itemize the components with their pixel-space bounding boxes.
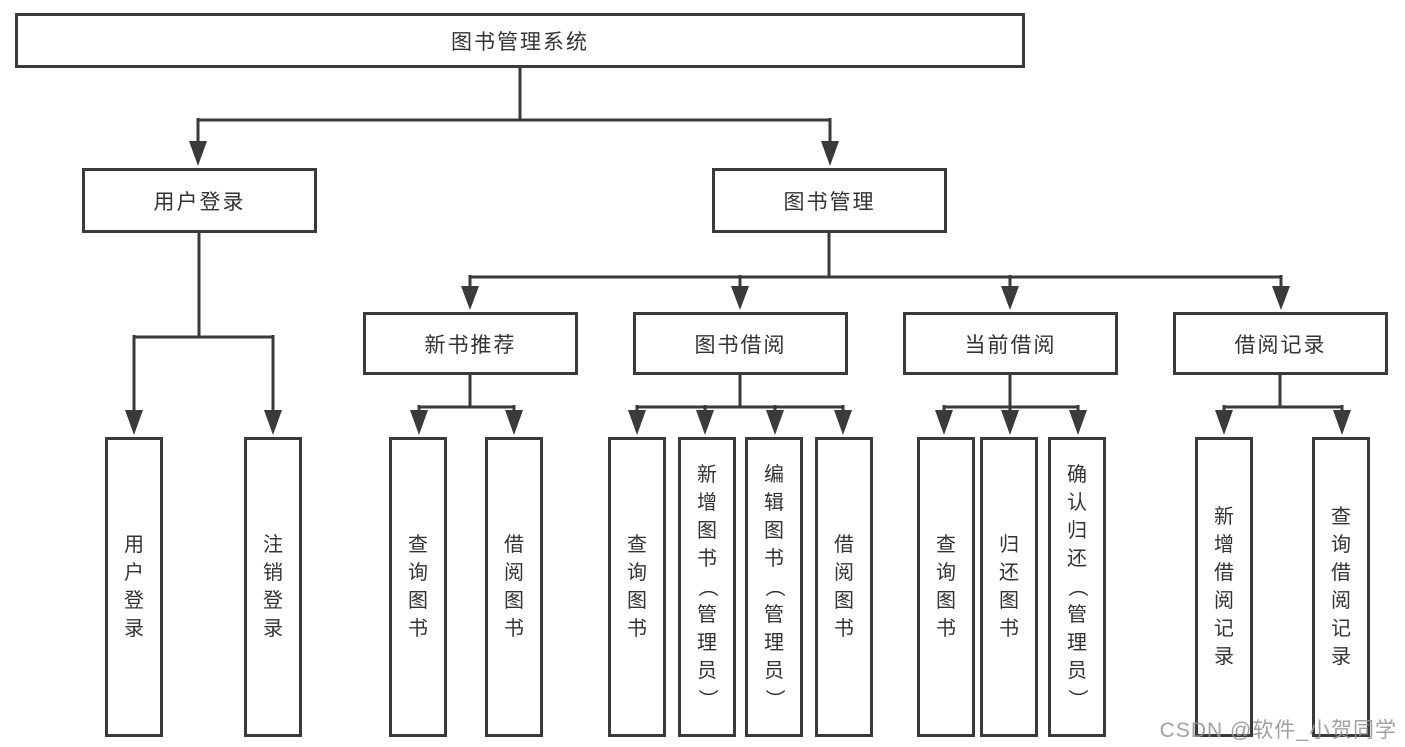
vertical-char: ） bbox=[1066, 689, 1088, 709]
vertical-char: 书 bbox=[627, 618, 647, 640]
vertical-char: 管 bbox=[1067, 604, 1087, 626]
vertical-char: 记 bbox=[1331, 618, 1351, 640]
vertical-char: 录 bbox=[263, 618, 283, 640]
node-book-management: 图书管理 bbox=[712, 168, 947, 233]
vertical-char: 编 bbox=[764, 464, 784, 486]
vertical-char: 阅 bbox=[1331, 590, 1351, 612]
vertical-char: 书 bbox=[936, 618, 956, 640]
vertical-char: 增 bbox=[697, 492, 717, 514]
leaf-return-book: 归还图书 bbox=[980, 437, 1038, 737]
vertical-char: 管 bbox=[697, 604, 717, 626]
vertical-char: 书 bbox=[999, 618, 1019, 640]
vertical-char: 销 bbox=[263, 562, 283, 584]
vertical-char: 查 bbox=[936, 534, 956, 556]
vertical-char: 认 bbox=[1067, 492, 1087, 514]
vertical-char: 书 bbox=[504, 618, 524, 640]
vertical-char: 归 bbox=[999, 534, 1019, 556]
vertical-char: 登 bbox=[124, 590, 144, 612]
vertical-char: 图 bbox=[408, 590, 428, 612]
vertical-char: 查 bbox=[408, 534, 428, 556]
csdn-watermark: CSDN @软件_小贺同学 bbox=[1159, 719, 1397, 742]
leaf-borrow-books-recommend: 借阅图书 bbox=[485, 437, 543, 737]
vertical-char: 借 bbox=[504, 534, 524, 556]
vertical-char: 录 bbox=[124, 618, 144, 640]
vertical-char: 辑 bbox=[764, 492, 784, 514]
vertical-char: 图 bbox=[999, 590, 1019, 612]
leaf-borrow-books-borrowing: 借阅图书 bbox=[815, 437, 873, 737]
vertical-char: 理 bbox=[697, 632, 717, 654]
vertical-char: 阅 bbox=[1214, 590, 1234, 612]
vertical-char: 图 bbox=[764, 520, 784, 542]
vertical-char: 户 bbox=[124, 562, 144, 584]
leaf-add-book-admin: 新增图书 （ 管理员 ） bbox=[678, 437, 736, 737]
vertical-char: （ bbox=[763, 577, 785, 597]
leaf-query-books-recommend: 查询图书 bbox=[389, 437, 447, 737]
leaf-query-books-current: 查询图书 bbox=[917, 437, 975, 737]
vertical-char: （ bbox=[1066, 577, 1088, 597]
vertical-char: 注 bbox=[263, 534, 283, 556]
vertical-char: 询 bbox=[936, 562, 956, 584]
leaf-query-borrow-record: 查询借阅记录 bbox=[1312, 437, 1370, 737]
vertical-char: 归 bbox=[1067, 520, 1087, 542]
vertical-char: 借 bbox=[1214, 562, 1234, 584]
vertical-char: 还 bbox=[1067, 548, 1087, 570]
vertical-char: 员 bbox=[1067, 660, 1087, 682]
vertical-char: 理 bbox=[1067, 632, 1087, 654]
leaf-user-login: 用户登录 bbox=[105, 437, 163, 737]
vertical-char: 书 bbox=[764, 548, 784, 570]
node-user-login: 用户登录 bbox=[82, 168, 317, 233]
vertical-char: （ bbox=[696, 577, 718, 597]
vertical-char: 借 bbox=[1331, 562, 1351, 584]
vertical-char: 管 bbox=[764, 604, 784, 626]
vertical-char: 增 bbox=[1214, 534, 1234, 556]
vertical-char: 询 bbox=[627, 562, 647, 584]
vertical-char: 记 bbox=[1214, 618, 1234, 640]
vertical-char: 员 bbox=[764, 660, 784, 682]
vertical-char: 阅 bbox=[834, 562, 854, 584]
vertical-char: 员 bbox=[697, 660, 717, 682]
vertical-char: 询 bbox=[408, 562, 428, 584]
vertical-char: 借 bbox=[834, 534, 854, 556]
vertical-char: 书 bbox=[697, 548, 717, 570]
vertical-char: 登 bbox=[263, 590, 283, 612]
vertical-char: 询 bbox=[1331, 534, 1351, 556]
vertical-char: 新 bbox=[1214, 506, 1234, 528]
vertical-char: 图 bbox=[936, 590, 956, 612]
vertical-char: 新 bbox=[697, 464, 717, 486]
leaf-logout: 注销登录 bbox=[244, 437, 302, 737]
vertical-char: 录 bbox=[1214, 646, 1234, 668]
vertical-char: 录 bbox=[1331, 646, 1351, 668]
vertical-char: ） bbox=[763, 689, 785, 709]
vertical-char: 用 bbox=[124, 534, 144, 556]
leaf-query-books-borrowing: 查询图书 bbox=[608, 437, 666, 737]
vertical-char: 图 bbox=[697, 520, 717, 542]
vertical-char: 书 bbox=[834, 618, 854, 640]
vertical-char: 图 bbox=[504, 590, 524, 612]
vertical-char: 书 bbox=[408, 618, 428, 640]
leaf-edit-book-admin: 编辑图书 （ 管理员 ） bbox=[745, 437, 803, 737]
node-borrowing-records: 借阅记录 bbox=[1173, 312, 1388, 375]
vertical-char: 确 bbox=[1067, 464, 1087, 486]
node-library-management-system: 图书管理系统 bbox=[15, 13, 1025, 68]
node-current-borrowing: 当前借阅 bbox=[903, 312, 1118, 375]
leaf-add-borrow-record: 新增借阅记录 bbox=[1195, 437, 1253, 737]
vertical-char: 阅 bbox=[504, 562, 524, 584]
vertical-char: 理 bbox=[764, 632, 784, 654]
vertical-char: ） bbox=[696, 689, 718, 709]
vertical-char: 图 bbox=[627, 590, 647, 612]
node-book-borrowing: 图书借阅 bbox=[633, 312, 848, 375]
leaf-confirm-return-admin: 确认归还 （ 管理员 ） bbox=[1048, 437, 1106, 737]
vertical-char: 查 bbox=[1331, 506, 1351, 528]
node-new-book-recommendation: 新书推荐 bbox=[363, 312, 578, 375]
vertical-char: 查 bbox=[627, 534, 647, 556]
vertical-char: 还 bbox=[999, 562, 1019, 584]
vertical-char: 图 bbox=[834, 590, 854, 612]
